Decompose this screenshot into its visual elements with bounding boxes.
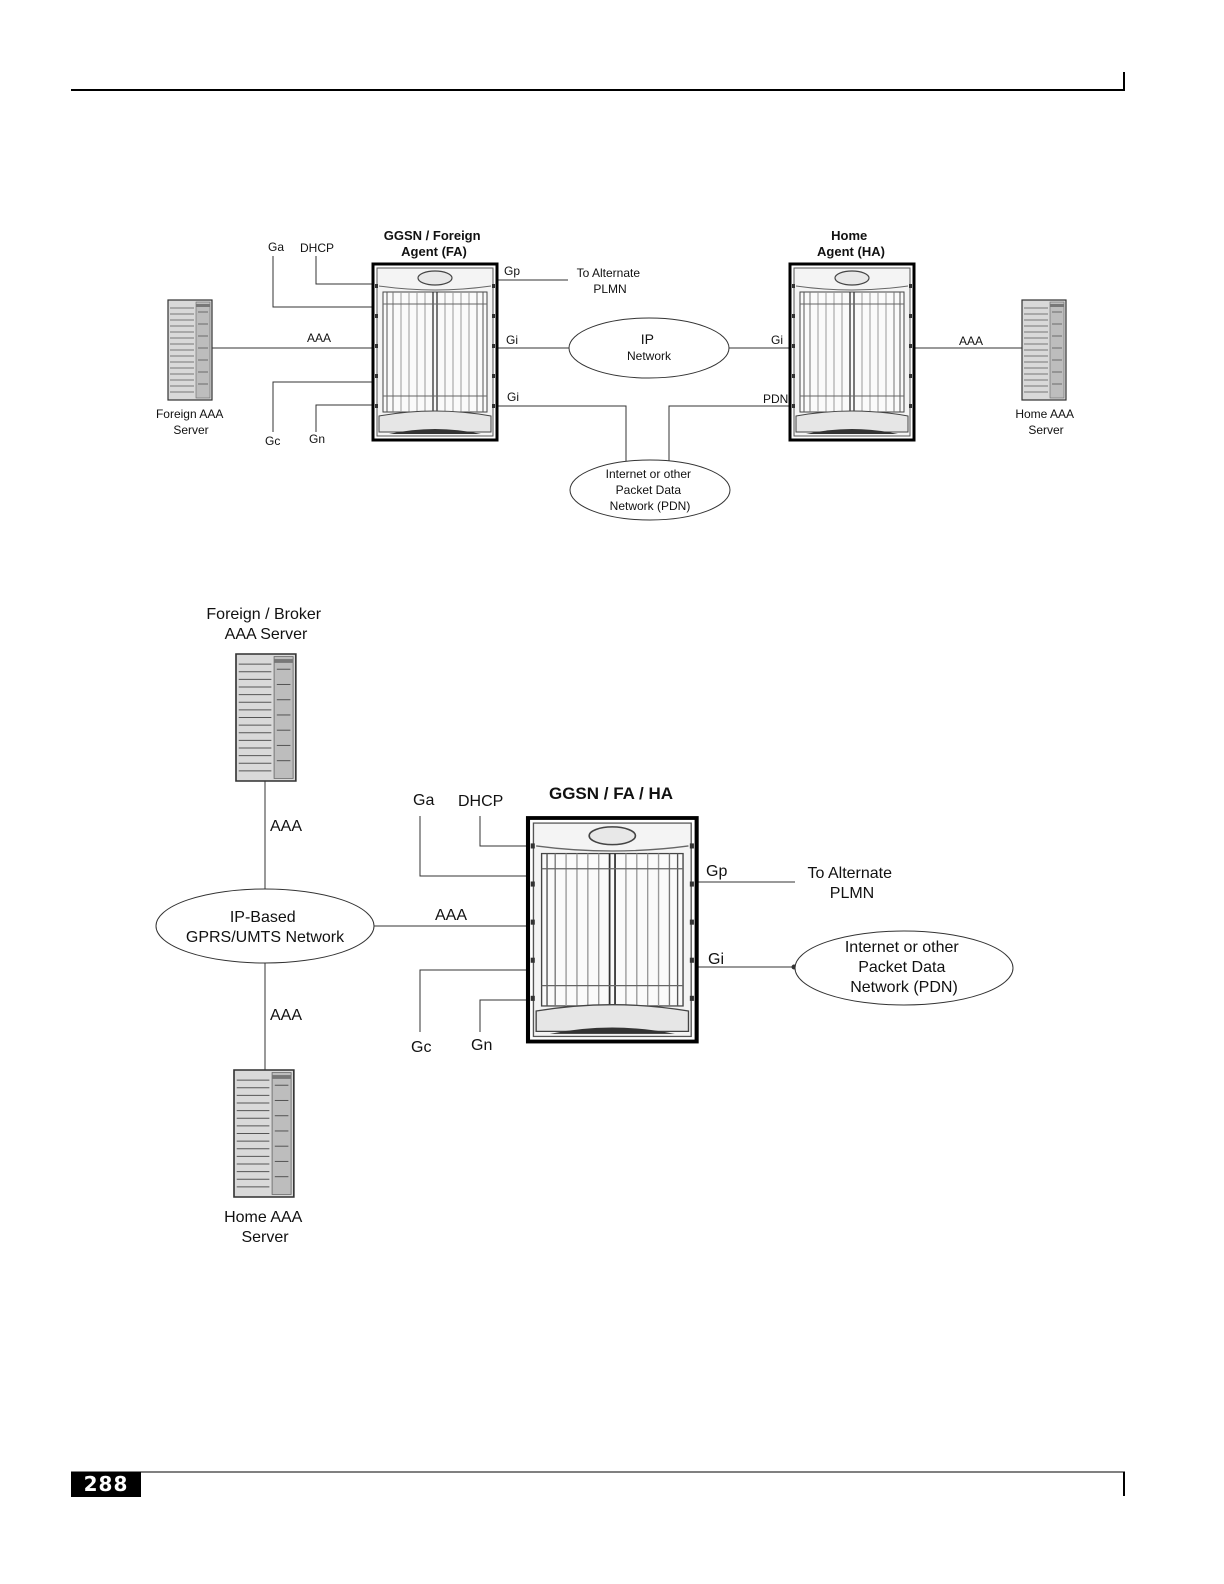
pdn-label-2: Internet or other Packet Data Network (P… [845,939,963,996]
page-number: 288 [71,1472,141,1497]
diagram-2-labels: GGSN / FA / HA Foreign / Broker AAA Serv… [186,606,963,1246]
foreign-aaa-label: Foreign AAA Server [156,407,226,437]
gp-label-2: Gp [706,863,727,880]
pdn-ha-label: PDN [763,392,788,406]
broker-aaa-label: Foreign / Broker AAA Server [206,606,325,643]
alternate-plmn-label: To Alternate PLMN [577,266,644,296]
aaa-right-label: AAA [959,334,983,348]
gp-label: Gp [504,264,520,278]
footer-rule [71,1471,1125,1496]
ip-based-network-label: IP-Based GPRS/UMTS Network [186,909,345,946]
alternate-plmn-label-2: To Alternate PLMN [808,865,897,902]
broker-aaa-server-icon [235,653,297,782]
home-aaa-server-icon [1021,299,1067,401]
pdn-cloud-2 [794,930,1014,1006]
gc-label-2: Gc [411,1039,431,1056]
ip-network-label: IP Network [627,331,672,363]
aaa-top-label: AAA [270,818,302,835]
diagram-1-labels: GGSN / Foreign Agent (FA) Home Agent (HA… [156,228,1076,513]
foreign-aaa-server-icon [167,299,213,401]
dhcp-label: DHCP [300,241,334,255]
pdn-cloud [569,459,731,521]
ha-title: Home Agent (HA) [817,228,885,259]
home-aaa-label: Home AAA Server [1015,407,1076,437]
dhcp-label-2: DHCP [458,793,503,810]
ip-based-network-cloud [155,888,375,964]
ggsn-fa-title: GGSN / Foreign Agent (FA) [384,228,484,259]
gc-label: Gc [265,434,280,448]
aaa-node-label: AAA [435,907,467,924]
ip-network-cloud [568,317,730,379]
connector-lines [212,256,1022,465]
pdn-label: Internet or other Packet Data Network (P… [606,467,695,513]
aaa-bottom-label: AAA [270,1007,302,1024]
ha-chassis-icon [788,262,916,442]
diagram-2 [155,780,1014,1070]
header-rule [71,72,1125,91]
connector-lines-2 [264,780,795,1070]
diagram-1 [212,256,1022,521]
ggsn-fa-ha-chassis-icon [528,818,697,1042]
ga-label: Ga [268,240,284,254]
gi-label-2: Gi [708,951,724,968]
gn-label: Gn [309,432,325,446]
ggsn-fa-chassis-icon [371,262,499,442]
gi-top-label: Gi [506,333,518,347]
ga-label-2: Ga [413,792,434,809]
node-title: GGSN / FA / HA [549,784,673,803]
gn-label-2: Gn [471,1037,492,1054]
home-aaa-server-2-icon [233,1069,295,1198]
gi-bottom-label: Gi [507,390,519,404]
home-aaa-label-2: Home AAA Server [224,1209,306,1246]
aaa-left-label: AAA [307,331,331,345]
gi-ha-label: Gi [771,333,783,347]
